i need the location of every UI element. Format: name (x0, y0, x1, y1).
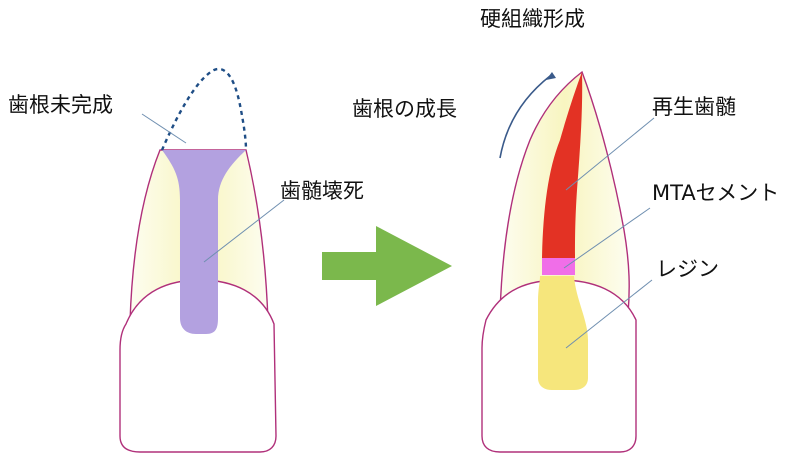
label-root-growth: 歯根の成長 (352, 97, 457, 121)
leader-mta-cement (563, 207, 651, 269)
right-regenerated-pulp (542, 72, 583, 258)
left-pulp-canal (162, 150, 246, 334)
leader-resin (565, 279, 653, 349)
label-regenerated-pulp: 再生歯髄 (652, 95, 736, 119)
leader-root-incomplete (141, 113, 187, 144)
label-root-incomplete: 歯根未完成 (8, 93, 113, 117)
label-pulp-necrosis: 歯髄壊死 (280, 179, 364, 203)
leader-pulp-necrosis (203, 199, 285, 263)
root-growth-arc-head (546, 72, 556, 80)
leader-regenerated-pulp (565, 117, 655, 191)
right-resin-fill (538, 276, 588, 390)
right-tooth (481, 70, 655, 453)
right-arrow-icon (322, 226, 452, 306)
label-resin: レジン (656, 257, 719, 281)
right-mta-cement (542, 258, 575, 275)
label-hard-tissue: 硬組織形成 (480, 7, 585, 31)
left-expected-root-outline (160, 67, 248, 151)
label-mta-cement: MTAセメント (652, 181, 779, 205)
left-tooth (119, 67, 285, 453)
root-growth-arc (499, 75, 551, 159)
